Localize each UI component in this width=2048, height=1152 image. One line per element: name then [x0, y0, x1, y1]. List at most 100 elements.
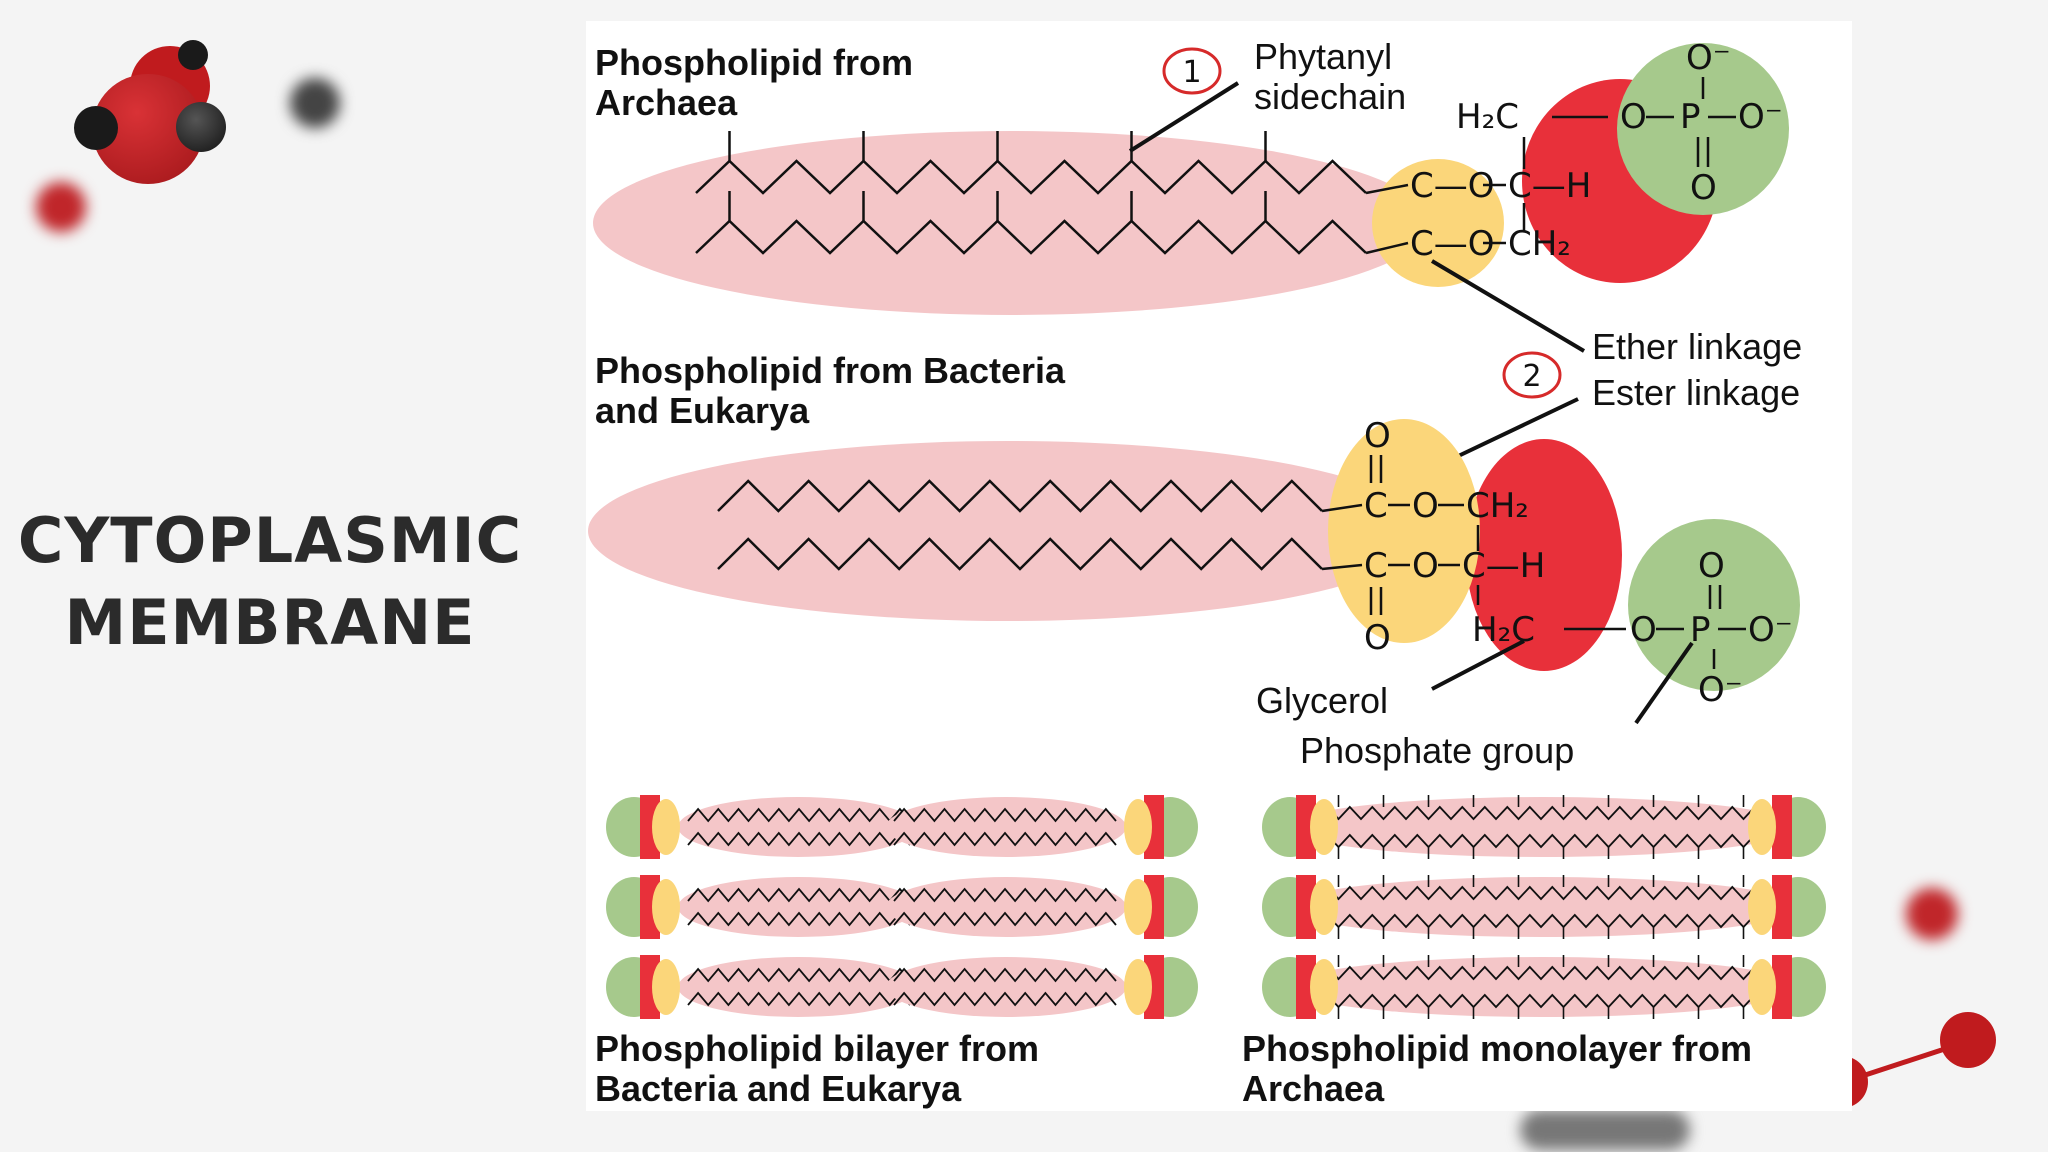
- bacteria-c-h-text: C—H: [1462, 546, 1545, 586]
- bacteria-bond-chain-c-lower: [1321, 563, 1363, 571]
- bacteria-c-lower: C: [1364, 546, 1388, 586]
- mono-linkage-right: [1748, 799, 1776, 855]
- ester-linkage-pointer: [1451, 397, 1579, 461]
- archaea-c-h-text: C—H: [1508, 166, 1591, 206]
- mini-lipid-chain: [687, 911, 911, 927]
- archaea-phosphate-p: P: [1680, 97, 1701, 137]
- bacteria-o-lower: O: [1412, 546, 1439, 586]
- mini-lipid-chain: [687, 991, 911, 1007]
- mini-lipid-chain: [893, 807, 1117, 823]
- bacteria-c-upper: C: [1364, 486, 1388, 526]
- archaea-phytanyl-chain-1: [695, 159, 1367, 195]
- mini-lipid-chain: [687, 831, 911, 847]
- monolayer-label-line-1: Phospholipid monolayer from: [1242, 1028, 1752, 1069]
- mono-glycerol-right: [1772, 875, 1792, 939]
- mini-lipid-tail: [678, 877, 918, 937]
- archaea-monolayer: [1262, 795, 1826, 1019]
- mono-glycerol-right: [1772, 795, 1792, 859]
- bilayer-label-line-1: Phospholipid bilayer from: [595, 1028, 1039, 1069]
- mini-lipid-tail: [886, 797, 1126, 857]
- mono-lipid-chain: [1315, 805, 1767, 821]
- mini-linkage: [1124, 879, 1152, 935]
- bacteria-phosphate-o-left: O: [1630, 610, 1657, 650]
- bacteria-bilayer: [606, 795, 1198, 1019]
- bacteria-ester-o-top: O: [1364, 416, 1391, 456]
- mono-linkage-right: [1748, 879, 1776, 935]
- bacteria-title-line-1: Phospholipid from Bacteria: [595, 350, 1066, 391]
- bacteria-callout-badge: [1502, 351, 1562, 399]
- archaea-callout-number: 1: [1182, 55, 1201, 90]
- molecule-stick-icon: [1820, 1012, 1996, 1108]
- bilayer-label-line-2: Bacteria and Eukarya: [595, 1068, 962, 1109]
- archaea-sidechain-pointer: [1128, 81, 1240, 153]
- archaea-bond-chain-c-upper: [1365, 183, 1409, 195]
- bacteria-bond-chain-c-upper: [1321, 503, 1363, 513]
- bacteria-phosphate-o-right: O⁻: [1748, 610, 1793, 650]
- bacteria-fatty-acid-chain-1: [717, 479, 1323, 513]
- archaea-ch2-text: CH₂: [1508, 224, 1571, 264]
- bacteria-tail-region: [588, 441, 1428, 621]
- archaea-methyl-branches-1: [728, 131, 1267, 161]
- mini-lipid-tail: [886, 957, 1126, 1017]
- mini-linkage: [652, 879, 680, 935]
- blurred-red-atom-right: [1906, 888, 1958, 940]
- archaea-title-line-2: Archaea: [595, 82, 738, 123]
- archaea-phosphate-o-bottom: O: [1690, 168, 1717, 208]
- bacteria-h2c-text: H₂C: [1472, 610, 1535, 650]
- mono-lipid-chain: [1315, 965, 1767, 981]
- archaea-c-o-upper: C—O: [1410, 166, 1495, 206]
- slide-title-line-1: CYTOPLASMIC: [17, 504, 523, 577]
- glycerol-label: Glycerol: [1256, 680, 1388, 721]
- mono-lipid-chain: [1315, 885, 1767, 901]
- mono-linkage-left: [1310, 959, 1338, 1015]
- mini-lipid-chain: [893, 967, 1117, 983]
- archaea-sidechain-label-line-1: Phytanyl: [1254, 36, 1392, 77]
- blurred-molecule-bottom: [1520, 1110, 1690, 1150]
- slide-title: CYTOPLASMIC MEMBRANE: [0, 500, 540, 664]
- mini-lipid-tail: [886, 877, 1126, 937]
- archaea-bond-chain-c-lower: [1365, 241, 1409, 255]
- bacteria-callout-number: 2: [1522, 359, 1541, 394]
- mono-glycerol-left: [1296, 875, 1316, 939]
- archaea-sidechain-label-line-2: sidechain: [1254, 76, 1406, 117]
- blurred-dark-atom: [290, 78, 340, 128]
- bacteria-phosphate-o-bottom: O⁻: [1698, 670, 1743, 710]
- ether-linkage-label: Ether linkage: [1592, 326, 1802, 367]
- phosphate-group-label: Phosphate group: [1300, 730, 1574, 771]
- mini-linkage: [652, 959, 680, 1015]
- mini-lipid-chain: [893, 911, 1117, 927]
- ester-linkage-label: Ester linkage: [1592, 372, 1800, 413]
- bacteria-phosphate-o-top: O: [1698, 546, 1725, 586]
- glycerol-pointer: [1431, 639, 1525, 691]
- atom-black-right: [176, 102, 226, 152]
- atom-black-top: [178, 40, 208, 70]
- molecule-cluster-icon: [70, 36, 240, 186]
- archaea-c-o-lower: C—O: [1410, 224, 1495, 264]
- mini-linkage: [1124, 959, 1152, 1015]
- bacteria-phosphate-shape: [1628, 519, 1800, 691]
- mono-glycerol-left: [1296, 955, 1316, 1019]
- archaea-phosphate-shape: [1617, 43, 1789, 215]
- mono-lipid-chain: [1315, 833, 1767, 849]
- archaea-tail-region: [593, 131, 1429, 315]
- bacteria-o-upper: O: [1412, 486, 1439, 526]
- mono-linkage-right: [1748, 959, 1776, 1015]
- mono-lipid-chain: [1315, 993, 1767, 1009]
- bacteria-ester-linkage-shape: [1328, 419, 1480, 643]
- phospholipid-diagram: Phospholipid from Archaea 1 Phytanyl sid…: [588, 36, 1826, 1109]
- mono-lipid-chain: [1315, 913, 1767, 929]
- archaea-callout-badge: [1162, 47, 1222, 95]
- ether-linkage-pointer: [1430, 259, 1586, 353]
- mini-linkage: [1124, 799, 1152, 855]
- mini-lipid-tail: [678, 797, 918, 857]
- atom-black-left: [74, 106, 118, 150]
- archaea-ether-linkage-shape: [1372, 159, 1504, 287]
- mini-linkage: [652, 799, 680, 855]
- mono-linkage-left: [1310, 879, 1338, 935]
- bacteria-fatty-acid-chain-2: [717, 537, 1323, 571]
- mini-lipid-chain: [893, 991, 1117, 1007]
- archaea-phytanyl-chain-2: [695, 219, 1367, 255]
- bacteria-ester-o-bottom: O: [1364, 618, 1391, 658]
- archaea-phosphate-o-right: O⁻: [1738, 97, 1783, 137]
- archaea-phosphate-o-left: O: [1620, 97, 1647, 137]
